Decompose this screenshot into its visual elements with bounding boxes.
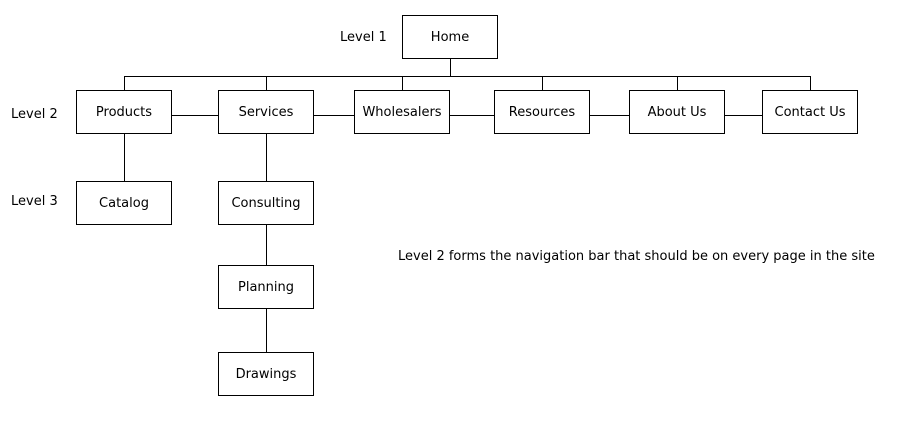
node-resources: Resources: [494, 90, 590, 134]
node-wholesalers: Wholesalers: [354, 90, 450, 134]
node-catalog: Catalog: [76, 181, 172, 225]
node-planning: Planning: [218, 265, 314, 309]
node-contact-us: Contact Us: [762, 90, 858, 134]
level-2-label: Level 2: [11, 107, 58, 122]
node-home: Home: [402, 15, 498, 59]
navigation-bar-note: Level 2 forms the navigation bar that sh…: [398, 249, 875, 264]
node-drawings: Drawings: [218, 352, 314, 396]
level-3-label: Level 3: [11, 194, 58, 209]
node-services: Services: [218, 90, 314, 134]
level-1-label: Level 1: [340, 30, 387, 45]
node-consulting: Consulting: [218, 181, 314, 225]
node-about-us: About Us: [629, 90, 725, 134]
node-products: Products: [76, 90, 172, 134]
